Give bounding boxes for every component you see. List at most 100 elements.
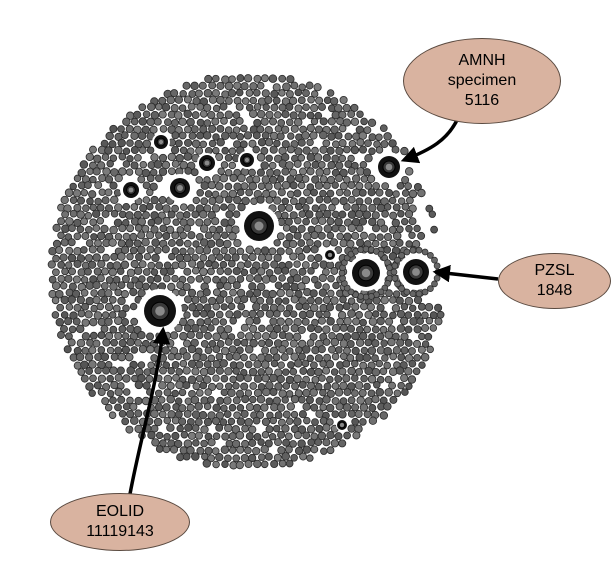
graph-node (334, 432, 343, 441)
graph-node (281, 396, 289, 404)
graph-node (114, 173, 123, 183)
graph-node (379, 367, 388, 376)
graph-node (229, 288, 237, 297)
graph-node (397, 353, 406, 362)
graph-node (326, 217, 335, 226)
graph-node (413, 295, 423, 305)
graph-node (134, 266, 143, 276)
graph-node (158, 110, 167, 119)
graph-node (389, 311, 397, 320)
graph-node (317, 345, 326, 354)
graph-node (368, 233, 377, 242)
graph-node (268, 289, 277, 299)
graph-node (104, 146, 113, 155)
graph-node (240, 323, 249, 332)
graph-node (330, 439, 339, 448)
callout-amnh-line3: 5116 (464, 92, 500, 109)
graph-node (385, 289, 393, 298)
graph-node (122, 202, 131, 211)
graph-node (200, 439, 208, 448)
graph-node (208, 139, 217, 148)
graph-node (305, 210, 314, 219)
graph-node (92, 253, 101, 262)
graph-node (232, 266, 241, 276)
graph-node (330, 125, 339, 134)
graph-node (67, 295, 76, 304)
graph-node (343, 176, 351, 184)
graph-node (433, 274, 441, 282)
graph-node (228, 345, 237, 354)
graph-node (190, 168, 199, 177)
graph-node (61, 210, 69, 219)
graph-node (215, 295, 225, 304)
graph-node (306, 153, 316, 162)
graph-node (364, 197, 373, 205)
graph-node (204, 346, 213, 355)
graph-node (154, 389, 163, 398)
graph-node (199, 295, 208, 304)
graph-node (96, 217, 105, 225)
graph-node (89, 203, 97, 212)
graph-node (216, 396, 225, 405)
hub-node-core (177, 185, 183, 191)
graph-node (293, 189, 302, 198)
graph-node (122, 160, 131, 168)
graph-node (375, 188, 384, 197)
graph-node (376, 375, 385, 384)
graph-node (245, 317, 254, 326)
graph-node (89, 331, 98, 340)
graph-node (244, 446, 252, 455)
graph-node (338, 124, 347, 133)
graph-node (233, 81, 242, 90)
graph-node (302, 245, 311, 254)
graph-node (342, 403, 352, 412)
graph-node (403, 248, 411, 256)
graph-node (232, 382, 240, 390)
graph-node (236, 188, 245, 197)
graph-node (253, 103, 262, 111)
graph-node (215, 352, 224, 361)
graph-node (347, 223, 356, 233)
graph-node (187, 318, 195, 327)
graph-node (360, 175, 369, 183)
graph-node (346, 339, 355, 349)
graph-node (269, 331, 278, 340)
graph-node (364, 310, 373, 319)
graph-node (314, 367, 323, 377)
graph-node (68, 224, 76, 232)
graph-node (208, 81, 217, 90)
graph-node (126, 268, 136, 277)
graph-node (329, 238, 339, 247)
graph-node (314, 296, 323, 305)
graph-node (106, 159, 114, 168)
graph-node (314, 224, 323, 234)
graph-node (133, 239, 142, 248)
graph-node (379, 411, 389, 420)
graph-node (108, 296, 117, 304)
graph-node (347, 167, 356, 175)
graph-node (294, 173, 304, 183)
graph-node (118, 309, 127, 319)
graph-node (269, 175, 278, 184)
graph-node (281, 266, 290, 275)
graph-node (305, 309, 315, 319)
graph-node (219, 318, 228, 326)
graph-node (240, 338, 249, 347)
graph-node (318, 374, 326, 382)
graph-node (220, 388, 229, 397)
hub-node-core (328, 253, 332, 257)
graph-node (322, 395, 331, 404)
graph-node (84, 253, 94, 263)
graph-node (116, 267, 125, 276)
graph-node (257, 182, 266, 190)
graph-node (385, 189, 394, 197)
graph-node (285, 90, 294, 99)
graph-node (81, 332, 91, 341)
graph-node (289, 211, 298, 220)
graph-node (109, 124, 118, 133)
graph-node (314, 253, 323, 263)
graph-node (233, 310, 242, 319)
graph-node (108, 411, 117, 419)
graph-node (121, 275, 130, 283)
graph-node (359, 418, 367, 426)
